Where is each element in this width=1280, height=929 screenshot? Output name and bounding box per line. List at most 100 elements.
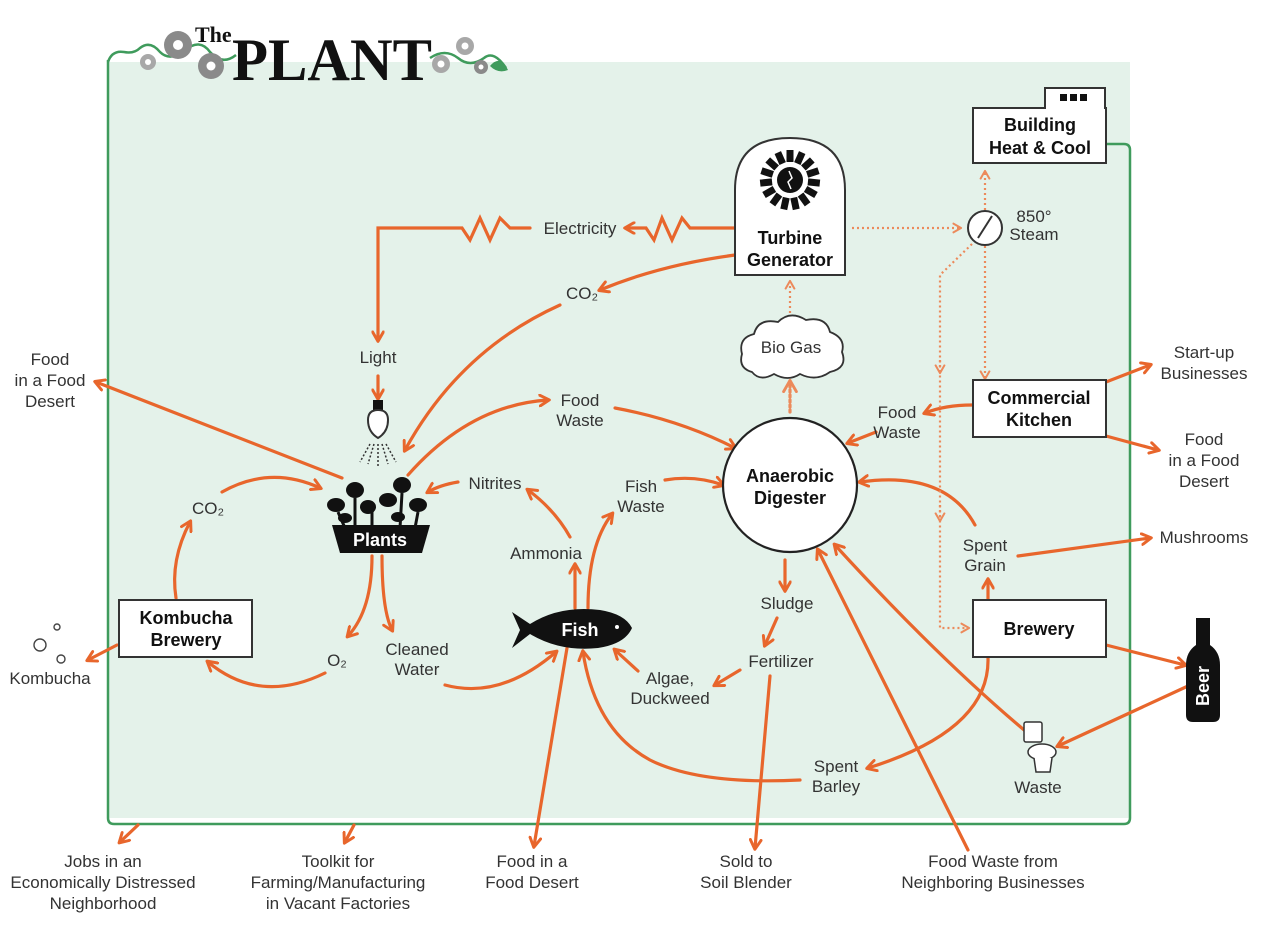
- output-jobs-1: Jobs in an: [64, 852, 142, 871]
- arrow-nitrites-to-plants: [428, 480, 460, 492]
- steam-gauge-to-brewery: [938, 243, 973, 634]
- arrow-ammonia-to-nitrites: [528, 490, 572, 539]
- arrow-to-jobs: [120, 823, 140, 842]
- output-toolkit-1: Toolkit for: [302, 852, 375, 871]
- label-food-waste-right-2: Waste: [873, 423, 921, 442]
- label-nitrites: Nitrites: [469, 474, 522, 493]
- arrow-plants-to-cleaned-water: [380, 554, 392, 630]
- label-fish-waste-1: Fish: [625, 477, 657, 496]
- title-small: The: [195, 22, 232, 47]
- label-algae-1: Algae,: [646, 669, 694, 688]
- arrow-algae-to-fish: [615, 650, 640, 673]
- arrow-fish-waste-to-digester: [663, 478, 723, 485]
- label-cleaned-water-1: Cleaned: [385, 640, 448, 659]
- arrow-kitchen-to-startup: [1104, 365, 1150, 384]
- beer-label: Beer: [1193, 666, 1213, 706]
- title-banner: The PLANT: [106, 22, 508, 93]
- steam-lines: [784, 169, 991, 634]
- label-co2-left: CO₂: [192, 499, 224, 518]
- arrow-kitchen-to-food-waste: [925, 403, 974, 413]
- biogas-node: Bio Gas: [740, 314, 845, 379]
- arrow-kombucha-to-co2: [173, 522, 190, 600]
- turbine-label-1: Turbine: [758, 228, 823, 248]
- beer-bottle-icon: [1186, 618, 1220, 722]
- arrow-kitchen-to-food-desert: [1104, 434, 1158, 450]
- arrow-plants-to-food-waste: [406, 400, 548, 477]
- output-startup-1: Start-up: [1174, 343, 1234, 362]
- kombucha-brewery-label-2: Brewery: [150, 630, 221, 650]
- plant-boundary-border: [106, 60, 1132, 826]
- output-food-desert-right-3: Desert: [1179, 472, 1229, 491]
- output-mushrooms: Mushrooms: [1160, 528, 1249, 547]
- arrow-brewery-to-spent-barley: [868, 656, 990, 768]
- vine-decoration: [106, 43, 508, 69]
- page-title: PLANT: [232, 27, 432, 93]
- arrow-fish-to-fish-waste: [586, 514, 612, 610]
- brewery-node: Brewery: [972, 599, 1107, 658]
- gear-icon: [140, 31, 488, 79]
- anaerobic-digester-node: Anaerobic Digester: [721, 416, 859, 554]
- label-light: Light: [360, 348, 397, 367]
- plant-boundary-panel: [108, 62, 1130, 818]
- arrow-spent-grain-to-mushrooms: [1016, 538, 1150, 558]
- fish-label: Fish: [561, 620, 598, 640]
- arrow-plants-to-food-desert: [96, 382, 344, 480]
- output-food-desert-left-3: Desert: [25, 392, 75, 411]
- kitchen-label-2: Kitchen: [1006, 410, 1072, 430]
- arrow-cleaned-water-to-fish: [443, 652, 556, 691]
- label-spent-grain-2: Grain: [964, 556, 1006, 575]
- steam-label-1: 850°: [1016, 207, 1051, 226]
- output-food-desert-bottom-1: Food in a: [497, 852, 568, 871]
- plants-label: Plants: [353, 530, 407, 550]
- output-soil-2: Soil Blender: [700, 873, 792, 892]
- arrow-sludge-to-fertilizer: [765, 616, 779, 645]
- arrow-spent-barley-to-fish: [583, 652, 802, 783]
- flow-labels: Electricity CO₂ Light Food Waste Food Wa…: [192, 219, 1062, 797]
- fish-node: Fish: [512, 608, 632, 649]
- output-food-desert-right-2: in a Food: [1169, 451, 1240, 470]
- steam-gauge-node: 850° Steam: [967, 207, 1059, 246]
- output-kombucha: Kombucha: [9, 669, 91, 688]
- label-sludge: Sludge: [761, 594, 814, 613]
- commercial-kitchen-node: Commercial Kitchen: [972, 379, 1107, 438]
- arrow-turbine-to-co2: [600, 253, 737, 290]
- label-fish-waste-2: Waste: [617, 497, 665, 516]
- bubbles-icon: [33, 623, 66, 664]
- turbine-generator-node: Turbine Generator: [734, 136, 846, 276]
- arrow-fertilizer-to-algae: [715, 668, 742, 685]
- building-label-2: Heat & Cool: [989, 138, 1091, 158]
- arrow-plants-to-o2: [348, 554, 374, 636]
- label-cleaned-water-2: Water: [395, 660, 440, 679]
- label-food-waste-2: Waste: [556, 411, 604, 430]
- label-spent-grain-1: Spent: [963, 536, 1008, 555]
- label-spent-barley-2: Barley: [812, 777, 861, 796]
- arrow-co2-to-plants: [405, 303, 562, 450]
- beer-bottle-node: Beer: [1186, 618, 1220, 722]
- arrow-o2-to-kombucha: [208, 662, 327, 689]
- output-food-desert-left-1: Food: [31, 350, 70, 369]
- arrow-beer-to-waste: [1058, 684, 1190, 746]
- light-bulb-icon: [359, 400, 397, 466]
- external-outputs: Food in a Food Desert Kombucha Start-up …: [9, 343, 1248, 913]
- turbine-label-2: Generator: [747, 250, 833, 270]
- arrow-co2-to-plants-left: [220, 475, 320, 494]
- arrow-waste-to-digester: [835, 545, 1032, 737]
- output-jobs-3: Neighborhood: [50, 894, 157, 913]
- label-algae-2: Duckweed: [630, 689, 709, 708]
- plants-node: Plants: [327, 477, 430, 553]
- toilet-icon: [1023, 721, 1057, 773]
- arrow-turbine-to-electricity: [626, 213, 737, 244]
- biogas-label: Bio Gas: [761, 338, 821, 357]
- brewery-label: Brewery: [1003, 619, 1074, 639]
- output-jobs-2: Economically Distressed: [10, 873, 195, 892]
- output-food-desert-right-1: Food: [1185, 430, 1224, 449]
- output-soil-1: Sold to: [720, 852, 773, 871]
- label-electricity: Electricity: [544, 219, 617, 238]
- arrow-brewery-to-beer: [1104, 643, 1185, 665]
- kitchen-label-1: Commercial: [987, 388, 1090, 408]
- steam-label-2: Steam: [1009, 225, 1058, 244]
- kombucha-brewery-node: Kombucha Brewery: [118, 599, 253, 658]
- label-food-waste-1: Food: [561, 391, 600, 410]
- arrow-fish-to-food-desert: [534, 646, 569, 846]
